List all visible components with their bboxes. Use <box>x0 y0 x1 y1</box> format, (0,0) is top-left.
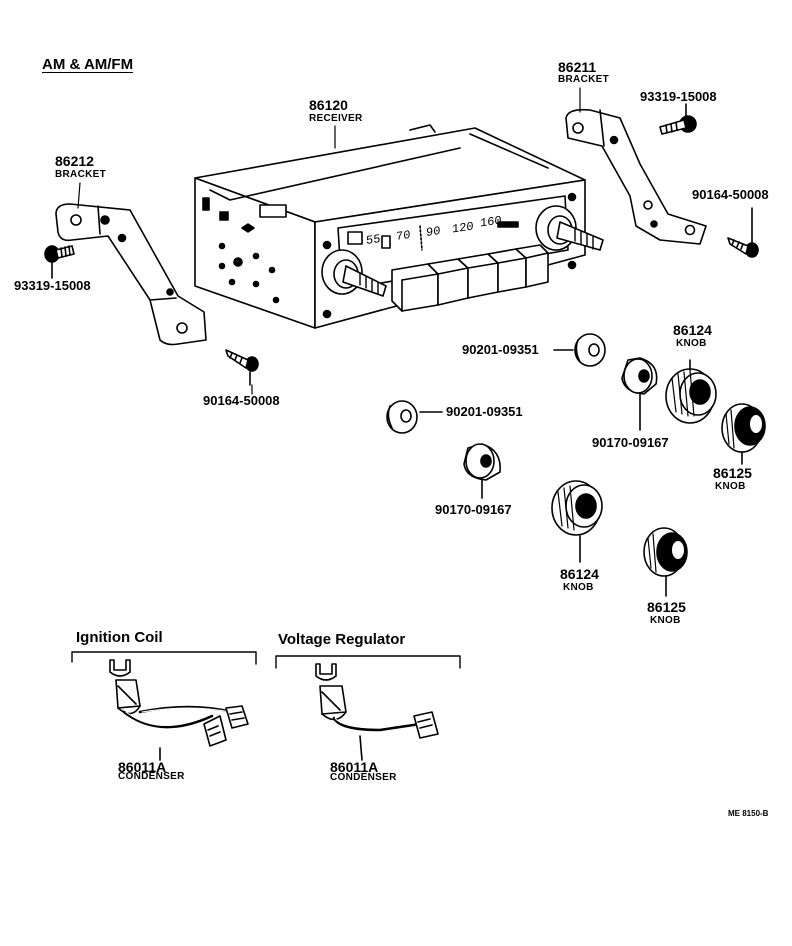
dial-mark-4: 120 <box>452 219 474 237</box>
lower-washer-part-number: 90201-09351 <box>446 404 523 419</box>
knob-small-upper <box>721 403 766 465</box>
left-bracket <box>55 203 207 346</box>
washer-lower <box>386 400 443 434</box>
upper-spacer-part-number: 90170-09167 <box>592 435 669 450</box>
receiver-part-number: 86120 <box>309 97 348 113</box>
spacer-lower <box>463 443 501 499</box>
washer-upper <box>553 333 606 367</box>
lower-spacer-part-number: 90170-09167 <box>435 502 512 517</box>
lower-small-knob-part-name: KNOB <box>650 615 681 626</box>
right-bracket <box>565 108 707 245</box>
leader-lines <box>77 87 581 395</box>
upper-washer-part-number: 90201-09351 <box>462 342 539 357</box>
upper-small-knob-part-name: KNOB <box>715 481 746 492</box>
voltage-regulator-group-title: Voltage Regulator <box>278 631 406 648</box>
dial-mark-2: 70 <box>396 227 411 245</box>
upper-large-knob-part-number: 86124 <box>673 322 712 338</box>
screw-left <box>225 349 259 386</box>
left-screw-part-number: 90164-50008 <box>203 393 280 408</box>
bolt-right <box>659 103 697 135</box>
dial-mark-3: 90 <box>426 223 441 241</box>
upper-large-knob-part-name: KNOB <box>676 338 707 349</box>
figure-code: ME 8150-B <box>728 809 769 818</box>
receiver-part-name: RECEIVER <box>309 113 363 124</box>
dial-mark-1: 55 <box>366 231 381 249</box>
left-bracket-part-name: BRACKET <box>55 169 106 180</box>
condenser-ignition-coil <box>109 659 249 761</box>
condenser-group-frames <box>71 651 461 669</box>
ignition-coil-group-title: Ignition Coil <box>76 629 163 646</box>
spacer-upper <box>621 357 658 431</box>
knob-large-lower <box>551 480 603 563</box>
knob-large-upper <box>665 359 717 424</box>
voltage-regulator-condenser-part-name: CONDENSER <box>330 772 397 783</box>
bolt-left <box>44 245 75 279</box>
voltage-regulator-condenser-part-number: 86011A <box>330 759 379 775</box>
lower-large-knob-part-name: KNOB <box>563 582 594 593</box>
knob-small-lower <box>643 527 688 597</box>
dial-mark-5: 160 <box>480 213 502 231</box>
ignition-coil-condenser-part-number: 86011A <box>118 759 167 775</box>
left-bracket-part-number: 86212 <box>55 153 94 169</box>
right-bracket-part-name: BRACKET <box>558 74 609 85</box>
diagram-title: AM & AM/FM <box>42 56 134 73</box>
right-bracket-part-number: 86211 <box>558 59 597 75</box>
lower-small-knob-part-number: 86125 <box>647 599 686 615</box>
right-bolt-part-number: 93319-15008 <box>640 89 717 104</box>
condenser-voltage-regulator <box>315 663 439 761</box>
ignition-coil-condenser-part-name: CONDENSER <box>118 771 185 782</box>
screw-right <box>727 207 759 258</box>
left-bolt-part-number: 93319-15008 <box>14 278 91 293</box>
right-screw-part-number: 90164-50008 <box>692 187 769 202</box>
receiver-unit <box>194 124 604 329</box>
upper-small-knob-part-number: 86125 <box>713 465 752 481</box>
lower-large-knob-part-number: 86124 <box>560 566 599 582</box>
